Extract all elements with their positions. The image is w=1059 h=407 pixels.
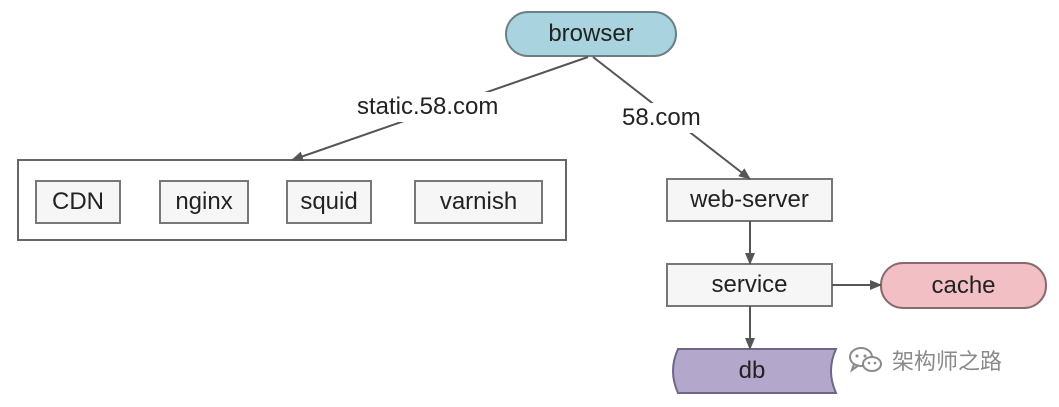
db-label: db bbox=[738, 357, 766, 384]
squid-label: squid bbox=[300, 188, 358, 215]
cdn-box bbox=[35, 180, 121, 224]
cache-label: cache bbox=[931, 271, 996, 299]
cdn-label: CDN bbox=[52, 188, 104, 215]
db-node bbox=[672, 348, 838, 394]
varnish-box bbox=[414, 180, 543, 224]
dynamic-edge-label: 58.com bbox=[620, 103, 703, 133]
browser-node bbox=[505, 11, 677, 57]
watermark-text: 架构师之路 bbox=[892, 350, 1003, 375]
nginx-label: nginx bbox=[175, 188, 233, 215]
squid-box bbox=[286, 180, 372, 224]
watermark: 架构师之路 bbox=[848, 344, 1002, 376]
varnish-label: varnish bbox=[439, 188, 518, 215]
service-label: service bbox=[711, 271, 788, 298]
web-server-label: web-server bbox=[690, 186, 809, 213]
wechat-icon bbox=[849, 347, 882, 373]
nginx-box bbox=[159, 180, 249, 224]
static-edge-label: static.58.com bbox=[355, 92, 501, 122]
browser-label: browser bbox=[548, 20, 634, 47]
